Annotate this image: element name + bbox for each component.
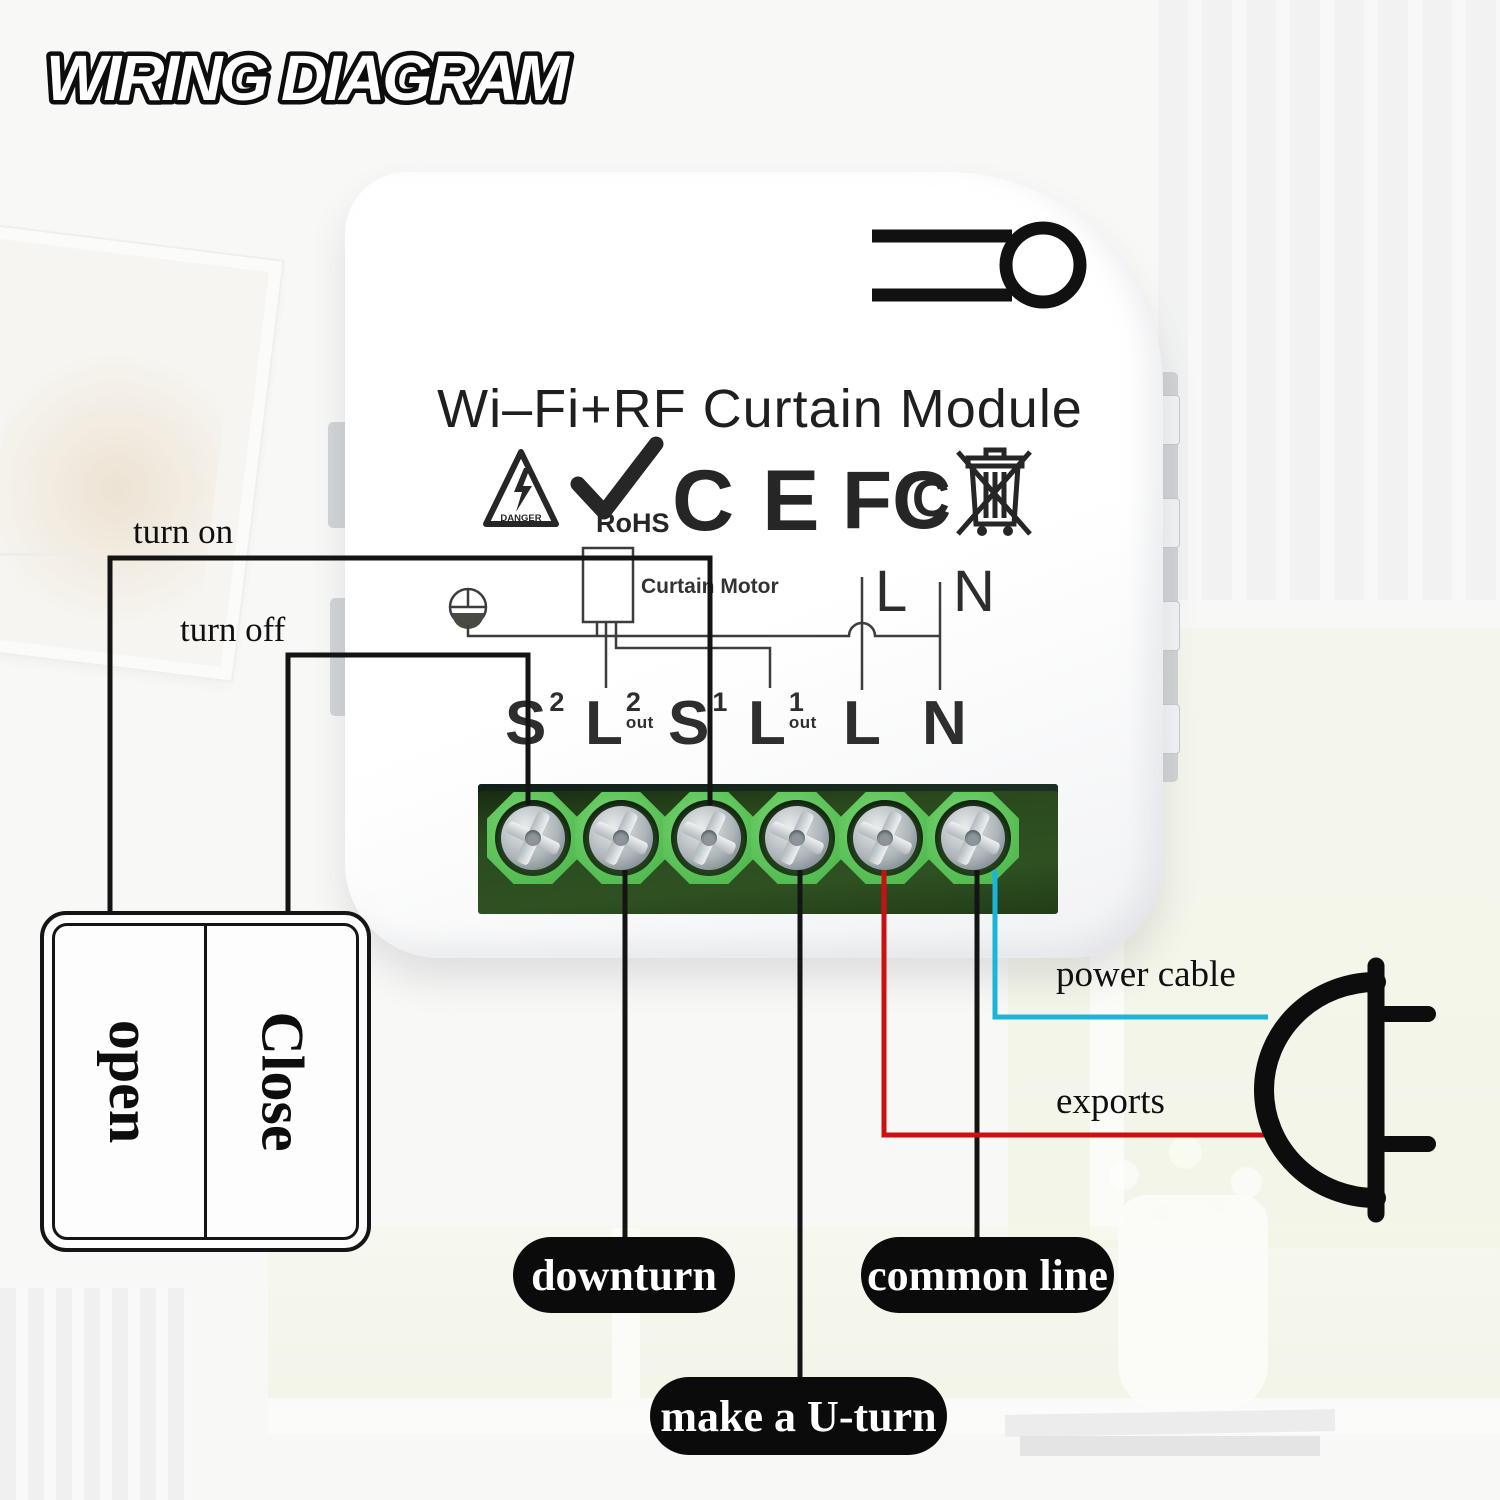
neutral-input-label: N — [953, 559, 995, 624]
background-blinds — [1158, 0, 1500, 600]
terminal-label-l: L — [843, 689, 881, 758]
wall-switch: open Close — [40, 911, 371, 1252]
terminal-label-s1: S 1 — [668, 689, 727, 758]
terminal-sup: 2 — [625, 687, 641, 717]
switch-button-close[interactable]: Close — [207, 926, 356, 1237]
background-books — [1020, 1436, 1320, 1456]
background-daisies — [1075, 1115, 1320, 1265]
terminal-screw-1 — [487, 792, 579, 884]
terminal-letter: L — [748, 689, 786, 758]
background-radiator — [0, 1288, 190, 1500]
switch-button-open[interactable]: open — [55, 926, 207, 1237]
terminal-label-l2out: L 2 out — [585, 689, 654, 758]
line-input-label: L — [875, 559, 908, 624]
terminal-sub: out — [625, 713, 654, 732]
terminal-label-n: N — [922, 689, 967, 758]
terminal-letter: L — [843, 689, 881, 758]
u-turn-pill: make a U-turn — [650, 1377, 947, 1455]
terminal-block — [478, 784, 1058, 914]
terminal-letter: L — [585, 689, 623, 758]
terminal-screw-6 — [927, 792, 1019, 884]
terminal-label-s2: S 2 — [505, 689, 564, 758]
terminal-letter: N — [922, 689, 967, 758]
power-cable-label: power cable — [1056, 954, 1236, 995]
terminal-sup: 1 — [712, 687, 728, 717]
terminal-screw-2 — [575, 792, 667, 884]
terminal-screw-3 — [663, 792, 755, 884]
turn-off-label: turn off — [180, 610, 286, 649]
background-vase — [1118, 1195, 1268, 1410]
page-title: WIRING DIAGRAM — [46, 42, 570, 114]
terminal-label-l1out: L 1 out — [748, 689, 817, 758]
terminal-sup: 2 — [549, 687, 565, 717]
wall-switch-face: open Close — [52, 923, 359, 1240]
terminal-sub: out — [788, 713, 817, 732]
close-button-label: Close — [248, 1011, 315, 1152]
background-books — [1004, 1409, 1336, 1437]
background-windmill-art — [0, 313, 234, 633]
module-left-clip — [328, 422, 350, 528]
terminal-screw-5 — [839, 792, 931, 884]
terminal-sup: 1 — [788, 687, 804, 717]
background-wall-line — [0, 553, 95, 556]
power-plug-icon — [1254, 957, 1436, 1223]
terminal-letter: S — [668, 689, 710, 758]
module-title: Wi–Fi+RF Curtain Module — [437, 379, 1083, 439]
terminal-screw-4 — [751, 792, 843, 884]
terminal-letter: S — [505, 689, 547, 758]
downturn-pill: downturn — [513, 1237, 735, 1313]
turn-on-label: turn on — [133, 512, 234, 551]
common-line-pill: common line — [861, 1237, 1114, 1313]
curtain-motor-label: Curtain Motor — [641, 575, 779, 598]
exports-label: exports — [1056, 1081, 1165, 1122]
open-button-label: open — [97, 1019, 163, 1144]
